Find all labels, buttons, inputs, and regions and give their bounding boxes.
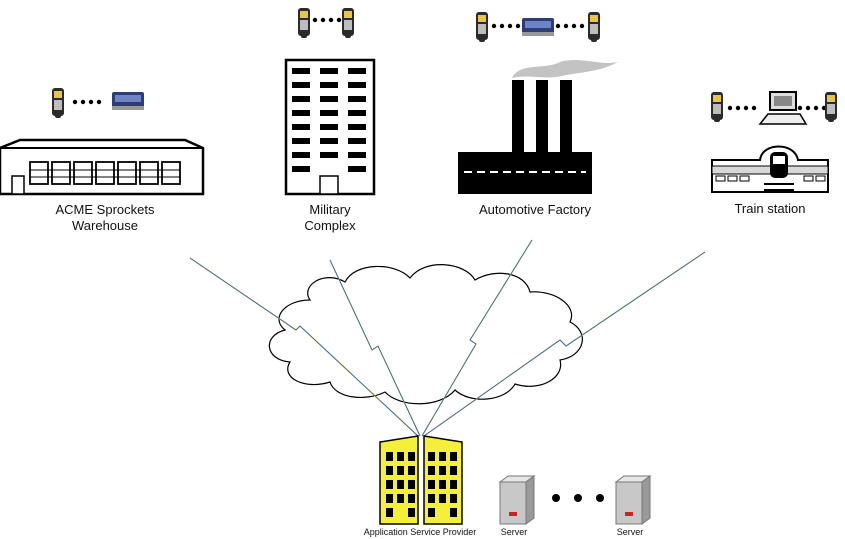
connection-dots xyxy=(727,105,757,111)
military-label: Military Complex xyxy=(280,202,380,234)
military-label-line1: Military xyxy=(309,202,351,217)
connection-dots xyxy=(555,23,585,29)
train-site xyxy=(711,91,837,193)
handheld-scanner-icon xyxy=(476,12,488,42)
military-site xyxy=(284,8,376,196)
warehouse-building-icon xyxy=(0,138,205,196)
train-station-building-icon xyxy=(711,145,829,193)
server-icon xyxy=(498,475,536,525)
cloud-icon xyxy=(268,264,583,405)
factory-label-line1: Automotive Factory xyxy=(479,202,591,217)
printer-icon xyxy=(112,92,144,110)
warehouse-label-line1: ACME Sprockets xyxy=(55,202,155,217)
factory-site xyxy=(458,12,618,194)
office-tower-icon xyxy=(284,58,376,196)
asp-buildings-icon xyxy=(379,435,463,525)
handheld-scanner-icon xyxy=(52,88,64,118)
handheld-scanner-icon xyxy=(588,12,600,42)
warehouse-label: ACME Sprockets Warehouse xyxy=(30,202,180,234)
factory-label: Automotive Factory xyxy=(460,202,610,218)
handheld-scanner-icon xyxy=(298,8,310,38)
connection-dots xyxy=(797,105,827,111)
server1-label: Server xyxy=(500,527,528,537)
factory-building-icon xyxy=(458,60,618,194)
connection-dots xyxy=(552,494,604,502)
train-label-line1: Train station xyxy=(734,201,806,216)
computer-icon xyxy=(758,91,808,125)
connection-dots xyxy=(491,23,521,29)
warehouse-site xyxy=(0,88,205,196)
connection-dots xyxy=(72,99,102,105)
asp-label: Application Service Provider xyxy=(363,527,477,537)
train-label: Train station xyxy=(710,201,830,217)
printer-icon xyxy=(522,18,554,36)
warehouse-label-line2: Warehouse xyxy=(72,218,138,233)
server2-label: Server xyxy=(616,527,644,537)
military-label-line2: Complex xyxy=(304,218,356,233)
handheld-scanner-icon xyxy=(825,92,837,122)
handheld-scanner-icon xyxy=(711,92,723,122)
connection-dots xyxy=(312,17,342,23)
wireless-links xyxy=(189,239,706,437)
server-icon xyxy=(614,475,652,525)
handheld-scanner-icon xyxy=(342,8,354,38)
